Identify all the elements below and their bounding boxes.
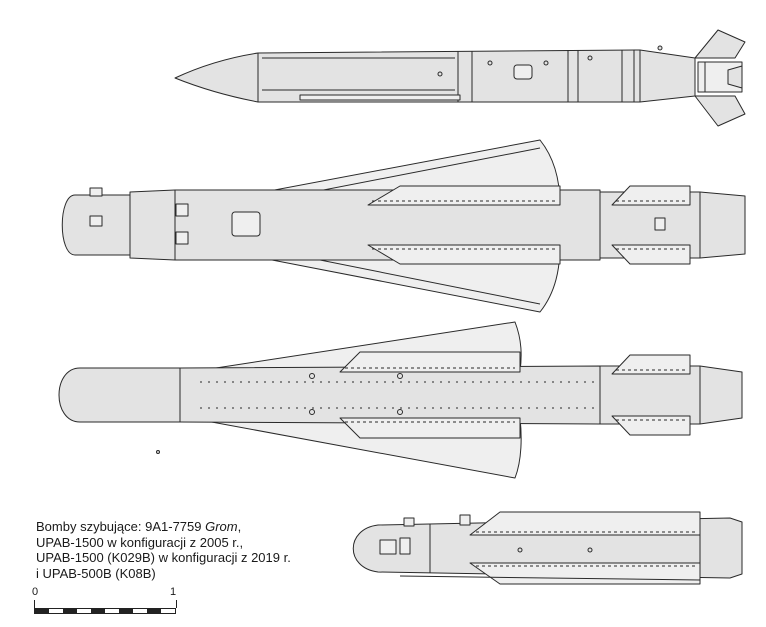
caption-line-1: Bomby szybujące: 9A1-7759 Grom, — [36, 519, 291, 535]
scale-bar: 0 1 — [32, 586, 179, 614]
caption-grom-name: Grom — [205, 519, 238, 534]
caption-line-4: i UPAB-500B (K08B) — [36, 565, 156, 581]
caption-line-1-text: Bomby szybujące: 9A1-7759 — [36, 519, 206, 534]
scale-start-label: 0 — [32, 586, 39, 598]
upab1500-2005-view — [61, 139, 746, 313]
figure-caption: Bomby szybujące: 9A1-7759 Grom, UPAB-150… — [36, 519, 291, 581]
caption-line-1-comma: , — [237, 519, 242, 534]
grom-side-view — [174, 29, 746, 127]
caption-line-3: UPAB-1500 (K029B) w konfiguracji z 2019 … — [36, 550, 291, 565]
upab500b-k08b-view — [352, 511, 743, 585]
upab1500-k029b-view — [58, 321, 743, 479]
scale-segments — [34, 608, 176, 614]
scale-end-label: 1 — [170, 586, 177, 598]
caption-line-2: UPAB-1500 w konfiguracji z 2005 r., — [36, 534, 244, 550]
scale-ticks — [34, 600, 177, 608]
